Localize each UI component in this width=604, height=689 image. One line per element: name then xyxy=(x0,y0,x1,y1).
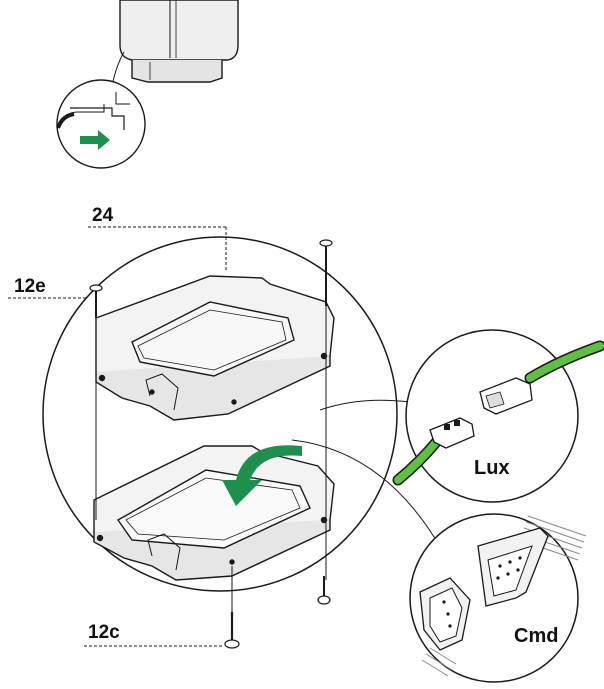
exploded-view-circle xyxy=(42,236,398,592)
upper-cover-plate xyxy=(95,275,335,421)
screw-12e-top xyxy=(89,284,103,318)
screw-right-top xyxy=(319,239,333,306)
label-lux: Lux xyxy=(474,457,510,479)
insert-arrow-icon xyxy=(222,445,302,506)
callout-leader-lux xyxy=(319,399,411,411)
lux-connector-inset: Lux xyxy=(392,329,604,503)
leader-curve xyxy=(111,51,125,87)
latch-detail-inset xyxy=(56,79,146,169)
label-12c: 12c xyxy=(88,622,120,643)
cmd-connector-inset: Cmd xyxy=(409,513,587,683)
callout-leader-cmd xyxy=(291,439,437,541)
label-cmd: Cmd xyxy=(514,625,558,647)
screw-right-bottom xyxy=(317,576,331,605)
screw-12c xyxy=(224,566,240,649)
lower-base-plate xyxy=(93,445,335,581)
device-housing-bottom xyxy=(119,0,239,83)
slide-arrow-icon xyxy=(80,130,110,150)
label-12e: 12e xyxy=(14,276,46,297)
leader-24 xyxy=(88,226,227,272)
label-24: 24 xyxy=(92,205,114,226)
